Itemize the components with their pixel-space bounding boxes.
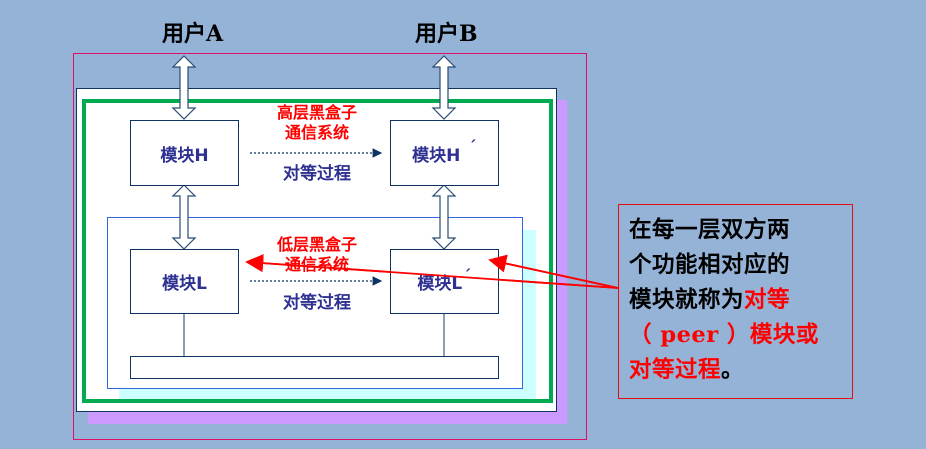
- low-peer-process-label: 对等过程: [283, 293, 351, 313]
- callout-highlight-process: 对等过程: [629, 357, 722, 383]
- module-l-label: 模块L: [162, 274, 207, 294]
- peer-definition-callout: 在每一层双方两 个功能相对应的 模块就称为对等 （ peer ）模块或 对等过程…: [618, 204, 853, 399]
- callout-line-1: 在每一层双方两: [629, 217, 791, 243]
- module-l-prime-label: 模块L: [417, 274, 463, 294]
- low-black-box-label: 低层黑盒子 通信系统: [262, 235, 372, 275]
- prime-mark: ´: [463, 266, 472, 287]
- high-black-box-line2: 通信系统: [284, 123, 349, 142]
- module-h-label: 模块H: [160, 145, 209, 166]
- user-b-label: 用户B: [415, 21, 478, 47]
- double-arrow-icon: [171, 55, 457, 250]
- callout-highlight-module: 模块或: [749, 322, 819, 348]
- callout-peer-term: （ peer ）: [629, 322, 750, 348]
- callout-highlight-peer: 对等: [744, 287, 791, 313]
- low-black-box-line1: 低层黑盒子: [276, 235, 357, 254]
- high-black-box-line1: 高层黑盒子: [276, 103, 357, 122]
- high-layer-frame: [82, 99, 553, 403]
- callout-line-4: （ peer ）模块或: [629, 318, 852, 353]
- low-black-box-line2: 通信系统: [284, 255, 349, 274]
- prime-mark: ´: [468, 138, 477, 158]
- high-black-box-label: 高层黑盒子 通信系统: [262, 103, 372, 143]
- high-peer-process-label: 对等过程: [283, 164, 351, 184]
- module-h-prime: 模块H ´: [390, 120, 499, 186]
- callout-line-2: 个功能相对应的: [629, 252, 791, 278]
- user-a-label: 用户A: [162, 21, 224, 47]
- module-h-prime-label: 模块H: [412, 145, 461, 166]
- callout-line-5: 对等过程。: [629, 353, 852, 388]
- transmission-medium-bar: [130, 356, 499, 379]
- callout-arrow-to-module-l-prime: [488, 254, 619, 289]
- callout-period: 。: [721, 357, 745, 383]
- callout-line-3: 模块就称为对等: [629, 283, 852, 318]
- callout-line-3-text: 模块就称为: [629, 287, 745, 313]
- module-l: 模块L: [130, 249, 239, 314]
- module-l-prime: 模块L ´: [390, 249, 499, 314]
- callout-arrow-to-module-l: [245, 254, 619, 289]
- outer-frame: [73, 53, 587, 440]
- module-h: 模块H: [130, 120, 239, 186]
